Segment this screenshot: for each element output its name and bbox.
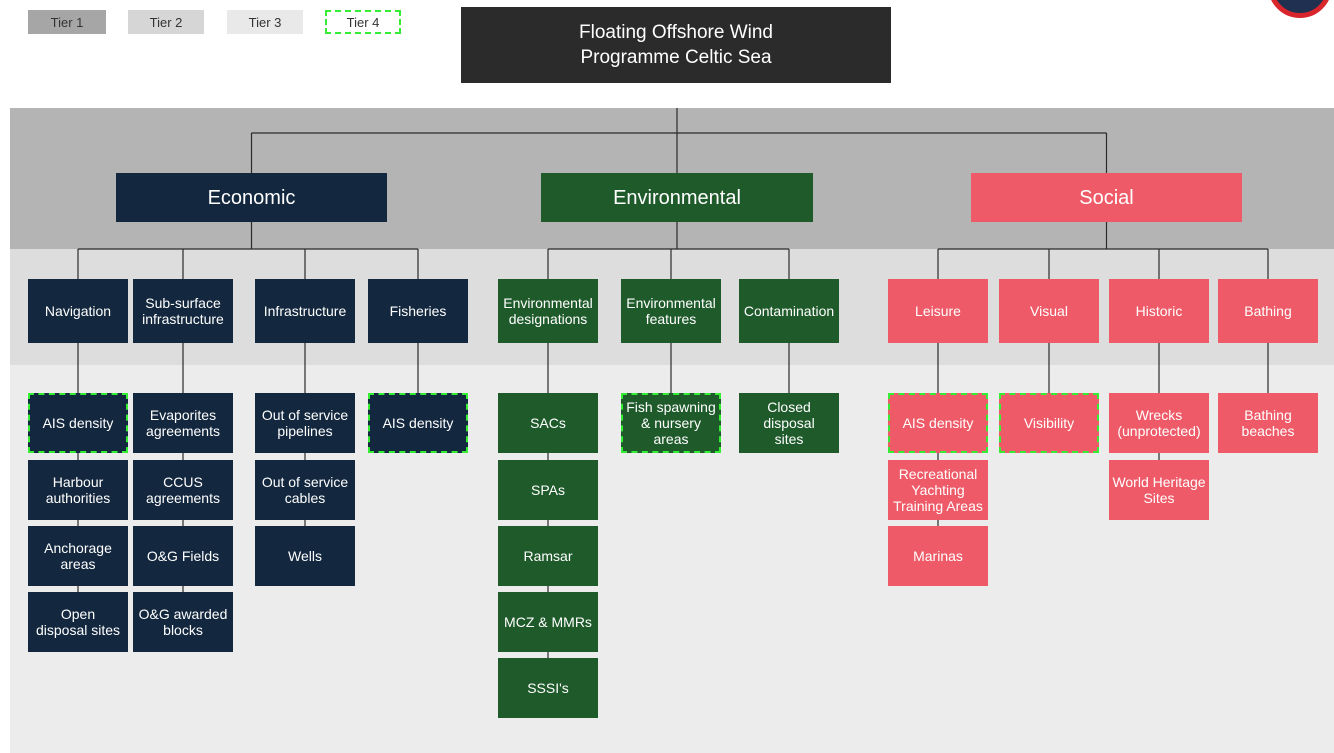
- subcategory-economic-0: Navigation: [28, 279, 128, 343]
- item-environmental-0-3: MCZ & MMRs: [498, 592, 598, 652]
- item-environmental-0-4: SSSI's: [498, 658, 598, 718]
- item-social-2-0: Wrecks (unprotected): [1109, 393, 1209, 453]
- item-economic-3-0: AIS density: [368, 393, 468, 453]
- subcategory-social-0: Leisure: [888, 279, 988, 343]
- item-economic-1-1: CCUS agreements: [133, 460, 233, 520]
- category-economic: Economic: [116, 173, 387, 222]
- item-social-0-2: Marinas: [888, 526, 988, 586]
- item-economic-0-3: Open disposal sites: [28, 592, 128, 652]
- subcategory-social-3: Bathing: [1218, 279, 1318, 343]
- subcategory-environmental-1: Environmental features: [621, 279, 721, 343]
- item-social-0-0: AIS density: [888, 393, 988, 453]
- item-environmental-0-1: SPAs: [498, 460, 598, 520]
- item-economic-1-0: Evaporites agreements: [133, 393, 233, 453]
- diagram-title: Floating Offshore Wind Programme Celtic …: [461, 7, 891, 83]
- item-economic-0-0: AIS density: [28, 393, 128, 453]
- subcategory-social-1: Visual: [999, 279, 1099, 343]
- item-economic-1-2: O&G Fields: [133, 526, 233, 586]
- item-social-2-1: World Heritage Sites: [1109, 460, 1209, 520]
- item-environmental-0-2: Ramsar: [498, 526, 598, 586]
- legend-tier-2: Tier 2: [128, 10, 204, 34]
- title-line-1: Floating Offshore Wind: [579, 22, 773, 43]
- item-economic-0-2: Anchorage areas: [28, 526, 128, 586]
- item-environmental-0-0: SACs: [498, 393, 598, 453]
- item-economic-2-0: Out of service pipelines: [255, 393, 355, 453]
- subcategory-social-2: Historic: [1109, 279, 1209, 343]
- subcategory-economic-3: Fisheries: [368, 279, 468, 343]
- subcategory-environmental-0: Environmental designations: [498, 279, 598, 343]
- category-social: Social: [971, 173, 1242, 222]
- item-social-3-0: Bathing beaches: [1218, 393, 1318, 453]
- category-environmental: Environmental: [541, 173, 813, 222]
- item-economic-0-1: Harbour authorities: [28, 460, 128, 520]
- subcategory-economic-1: Sub-surface infrastructure: [133, 279, 233, 343]
- title-line-2: Programme Celtic Sea: [580, 47, 772, 68]
- legend-tier-3: Tier 3: [227, 10, 303, 34]
- item-environmental-2-0: Closed disposal sites: [739, 393, 839, 453]
- legend-tier-1: Tier 1: [28, 10, 106, 34]
- item-economic-2-1: Out of service cables: [255, 460, 355, 520]
- subcategory-economic-2: Infrastructure: [255, 279, 355, 343]
- item-economic-2-2: Wells: [255, 526, 355, 586]
- item-environmental-1-0: Fish spawning & nursery areas: [621, 393, 721, 453]
- item-social-0-1: Recreational Yachting Training Areas: [888, 460, 988, 520]
- item-economic-1-3: O&G awarded blocks: [133, 592, 233, 652]
- subcategory-environmental-2: Contamination: [739, 279, 839, 343]
- legend-tier-4: Tier 4: [325, 10, 401, 34]
- item-social-1-0: Visibility: [999, 393, 1099, 453]
